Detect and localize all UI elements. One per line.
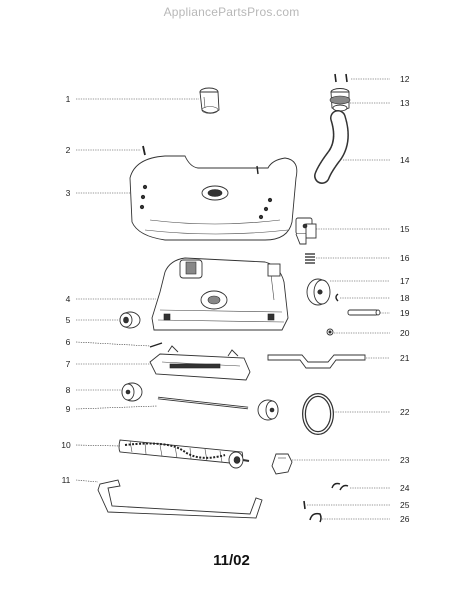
part-11-bumper <box>97 479 263 519</box>
callout-14: 14 <box>400 155 410 165</box>
part-24-clips <box>331 482 349 491</box>
callout-6: 6 <box>66 337 71 347</box>
callout-21: 21 <box>400 353 410 363</box>
callout-numbers: 1 2 3 4 5 6 7 8 9 10 11 12 13 14 15 16 1… <box>61 74 409 524</box>
callout-20: 20 <box>400 328 410 338</box>
callout-23: 23 <box>400 455 410 465</box>
callout-9: 9 <box>66 404 71 414</box>
part-5-wheel-hub <box>119 311 141 329</box>
callout-15: 15 <box>400 224 410 234</box>
callout-19: 19 <box>400 308 410 318</box>
callout-3: 3 <box>66 188 71 198</box>
part-23-bracket <box>271 453 293 475</box>
part-15-lever <box>295 217 317 245</box>
part-20-nut <box>326 328 334 336</box>
part-6-pin <box>149 342 163 348</box>
callout-17: 17 <box>400 276 410 286</box>
part-12-screws <box>334 73 348 83</box>
part-2-screw <box>142 145 146 156</box>
part-25-screw <box>303 500 306 510</box>
site-watermark: AppliancePartsPros.com <box>163 5 300 19</box>
part-7-bottom-plate <box>149 345 251 381</box>
callout-5: 5 <box>66 315 71 325</box>
callout-24: 24 <box>400 483 410 493</box>
part-18-clip <box>335 293 339 302</box>
part-21-strip <box>267 354 366 369</box>
part-8-wheel <box>121 382 143 402</box>
part-17-pulley <box>306 278 331 306</box>
part-3-hood-cover <box>129 155 298 241</box>
part-19-axle-pin <box>347 309 381 316</box>
callout-26: 26 <box>400 514 410 524</box>
part-13-hose-cuff <box>329 88 351 112</box>
part-4-base-housing <box>151 257 289 331</box>
part-1-hose-connector <box>199 87 220 114</box>
part-9-wheel <box>257 399 279 421</box>
part-26-clip <box>309 512 322 523</box>
callout-11: 11 <box>62 475 71 485</box>
part-16-spring <box>305 253 315 264</box>
callout-18: 18 <box>400 293 410 303</box>
callout-1: 1 <box>66 94 71 104</box>
revision-date: 11/02 <box>213 552 250 569</box>
callout-8: 8 <box>66 385 71 395</box>
part-22-belt <box>302 393 334 435</box>
part-10-brushroll <box>118 439 250 469</box>
callout-22: 22 <box>400 407 410 417</box>
callout-2: 2 <box>66 145 71 155</box>
part-9-axle <box>157 396 249 410</box>
callout-13: 13 <box>400 98 410 108</box>
callout-4: 4 <box>66 294 71 304</box>
callout-7: 7 <box>66 359 71 369</box>
part-14-hose <box>314 110 349 184</box>
callout-25: 25 <box>400 500 410 510</box>
callout-10: 10 <box>61 440 71 450</box>
callout-16: 16 <box>400 253 410 263</box>
leader-lines <box>75 78 390 520</box>
callout-12: 12 <box>400 74 410 84</box>
